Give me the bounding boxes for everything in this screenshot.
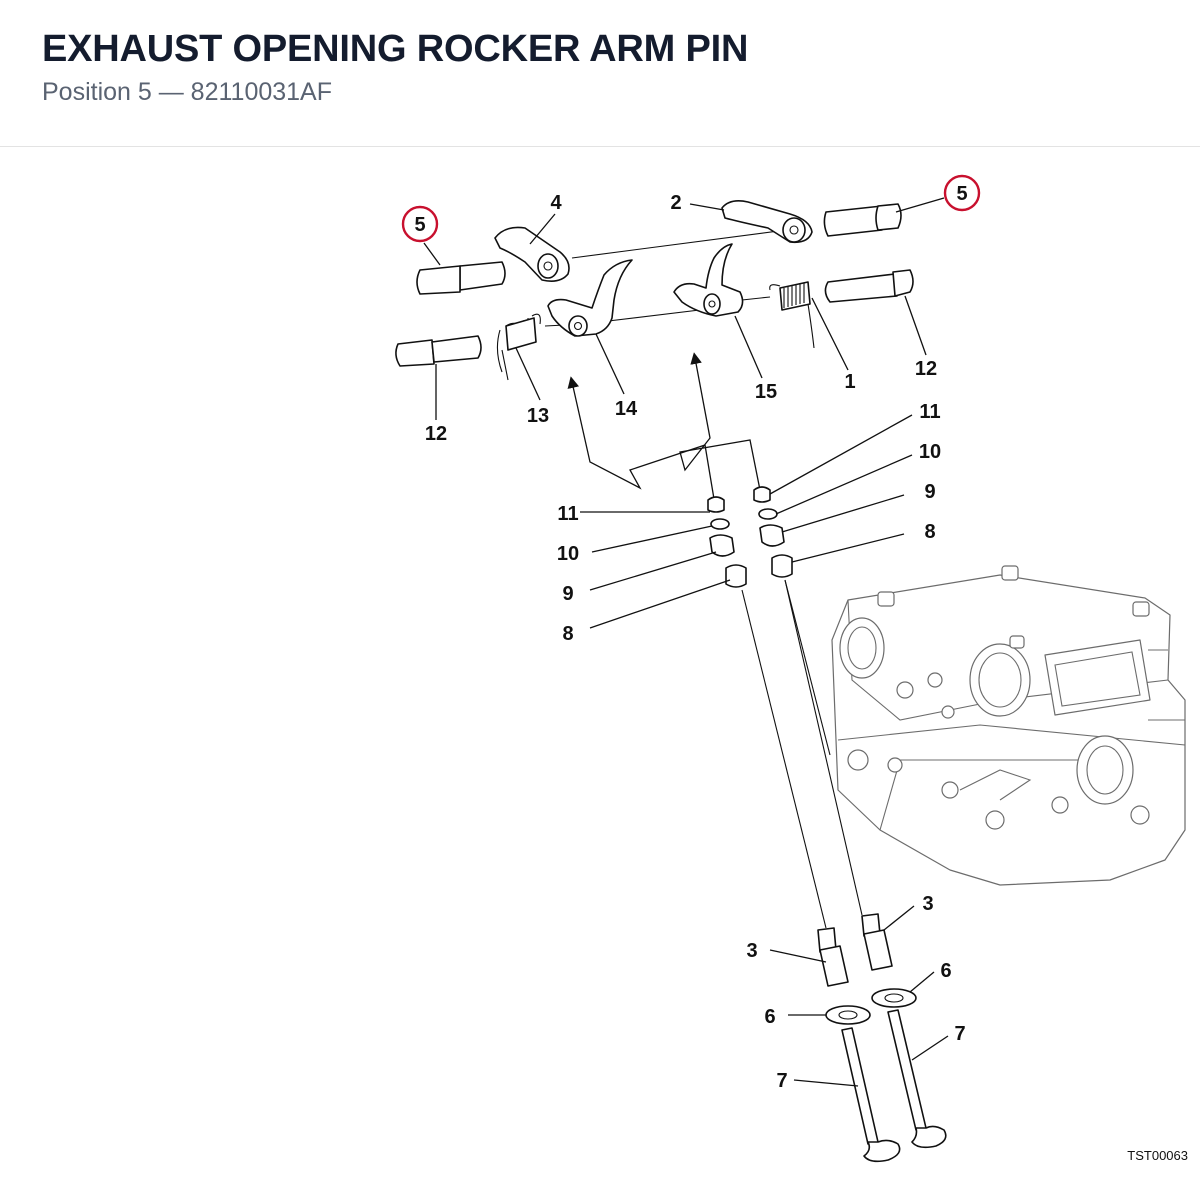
page-header: EXHAUST OPENING ROCKER ARM PIN Position … — [0, 0, 1200, 147]
label-13: 13 — [527, 405, 549, 427]
rocker-arm-14 — [547, 259, 633, 337]
assembly-arrows — [567, 352, 761, 506]
rocker-arm-4 — [494, 226, 570, 282]
label-2: 2 — [670, 192, 681, 214]
label-4: 4 — [550, 192, 562, 214]
highlight-markers — [401, 174, 981, 243]
shim-6-right — [871, 988, 917, 1008]
label-11-left: 11 — [557, 503, 578, 525]
valve-parts-right — [753, 486, 793, 578]
page-title: EXHAUST OPENING ROCKER ARM PIN — [42, 28, 749, 70]
label-9-left: 9 — [562, 583, 573, 605]
valve-7-right — [887, 1009, 947, 1149]
part-number-labels: 5 5 4 2 12 12 13 14 15 1 11 11 10 10 9 9… — [414, 183, 1188, 1163]
label-5-left: 5 — [414, 214, 425, 236]
rocker-arm-pin-right — [823, 203, 902, 237]
pin-12-right — [824, 269, 914, 303]
label-3-right: 3 — [922, 893, 933, 915]
label-11-right: 11 — [919, 401, 940, 423]
label-6-right: 6 — [940, 960, 951, 982]
cylinder-head — [831, 565, 1186, 886]
valve-parts-left — [707, 496, 747, 588]
spring-1 — [769, 281, 815, 349]
leader-lines — [423, 197, 949, 1087]
rocker-arm-15 — [673, 243, 744, 317]
spring-13 — [496, 313, 541, 381]
label-15: 15 — [755, 381, 777, 403]
label-3-left: 3 — [746, 940, 757, 962]
label-12-left: 12 — [425, 423, 447, 445]
label-12-right: 12 — [915, 358, 937, 380]
tappet-3-left — [817, 927, 849, 987]
label-10-right: 10 — [919, 441, 941, 463]
label-7-left: 7 — [776, 1070, 787, 1092]
label-14: 14 — [615, 398, 638, 420]
drawing-reference: TST00063 — [1127, 1148, 1188, 1163]
tappet-3-right — [861, 913, 893, 971]
label-9-right: 9 — [924, 481, 935, 503]
label-5-right: 5 — [956, 183, 967, 205]
pin-12-left — [395, 335, 482, 367]
shim-6-left — [825, 1005, 871, 1025]
valve-7-left — [841, 1027, 901, 1163]
label-8-left: 8 — [562, 623, 573, 645]
label-10-left: 10 — [557, 543, 579, 565]
label-8-right: 8 — [924, 521, 935, 543]
rocker-arm-2 — [721, 200, 813, 244]
label-7-right: 7 — [954, 1023, 965, 1045]
exploded-diagram: 5 5 4 2 12 12 13 14 15 1 11 11 10 10 9 9… — [395, 174, 1188, 1163]
label-6-left: 6 — [764, 1006, 775, 1028]
label-1: 1 — [844, 371, 855, 393]
page-subtitle: Position 5 — 82110031AF — [42, 78, 333, 106]
rocker-arm-pin-left — [416, 261, 506, 295]
